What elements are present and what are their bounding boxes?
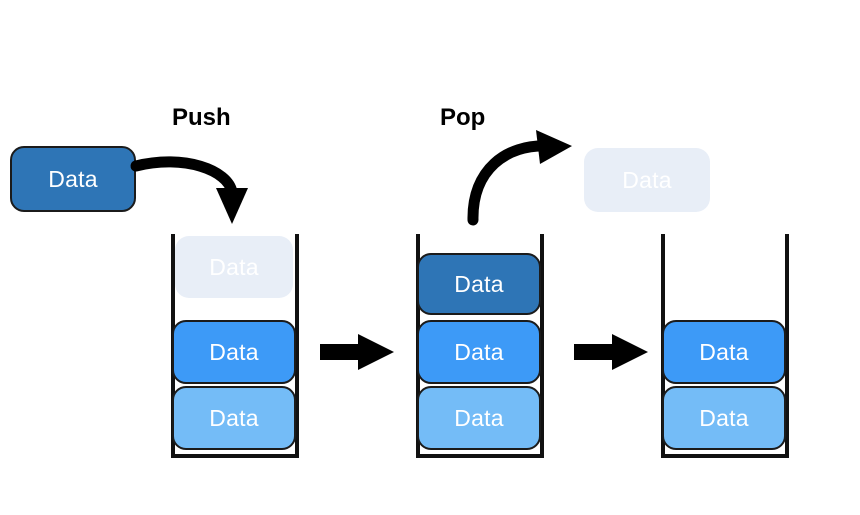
stack-before-push-slot-1-label: Data	[209, 338, 259, 365]
stack-before-push-slot-0-label: Data	[209, 253, 259, 280]
pop-arrow	[467, 130, 572, 226]
outgoing-data-box-label: Data	[622, 166, 672, 193]
stack-after-push-slot-1: Data	[417, 320, 541, 384]
transition-arrow-2	[574, 334, 648, 370]
stack-after-push-slot-1-label: Data	[454, 338, 504, 365]
stack-after-pop-slot-1-label: Data	[699, 338, 749, 365]
incoming-data-box-label: Data	[48, 165, 98, 192]
outgoing-data-box: Data	[584, 148, 710, 212]
stack-before-push-slot-2-label: Data	[209, 404, 259, 431]
stack-after-pop-slot-2: Data	[662, 386, 786, 450]
stack-after-push-slot-2-label: Data	[454, 404, 504, 431]
incoming-data-box: Data	[10, 146, 136, 212]
stack-before-push-slot-0: Data	[175, 236, 293, 298]
stack-after-pop-slot-0-empty	[662, 240, 786, 310]
stack-after-push-slot-0-label: Data	[454, 270, 504, 297]
stack-after-pop-slot-1: Data	[662, 320, 786, 384]
transition-arrow-1	[320, 334, 394, 370]
push-arrow	[130, 156, 248, 224]
push-label: Push	[172, 104, 231, 131]
stack-after-push-slot-2: Data	[417, 386, 541, 450]
stack-before-push-slot-1: Data	[172, 320, 296, 384]
stack-after-pop-slot-2-label: Data	[699, 404, 749, 431]
stack-before-push-slot-2: Data	[172, 386, 296, 450]
pop-label: Pop	[440, 104, 486, 131]
stack-after-push-slot-0: Data	[417, 253, 541, 315]
